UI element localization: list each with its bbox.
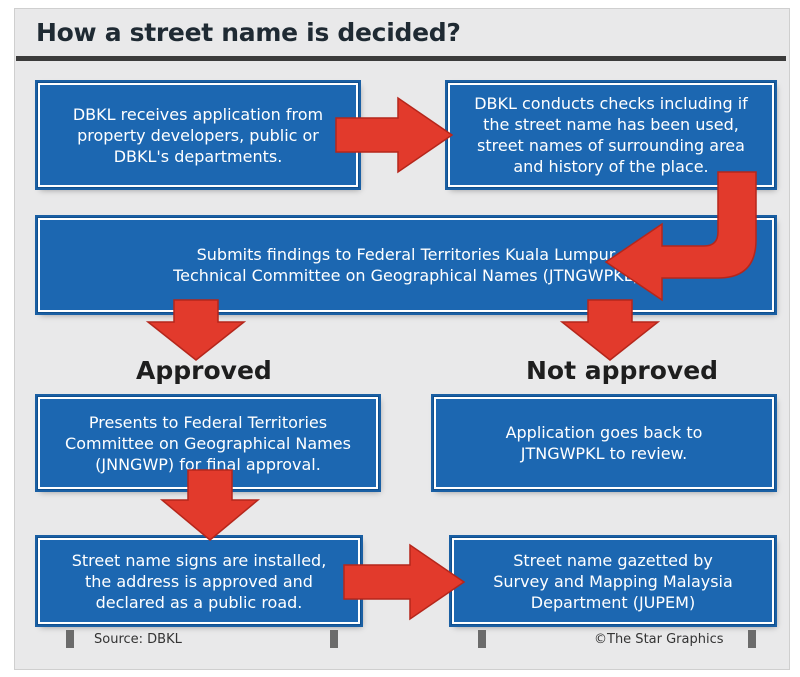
sign-post-1	[66, 630, 74, 648]
submit-findings-text: Submits findings to Federal Territories …	[173, 245, 639, 285]
conduct-checks-text: DBKL conducts checks including if the st…	[474, 94, 748, 176]
arrow-right-icon	[335, 96, 454, 174]
receive-application-box: DBKL receives application from property …	[37, 82, 359, 188]
source-note: Source: DBKL	[94, 632, 182, 647]
not-approved-label: Not approved	[526, 356, 719, 385]
sign-post-4	[748, 630, 756, 648]
sign-post-2	[330, 630, 338, 648]
curved-arrow-icon	[604, 171, 757, 302]
gazette-box: Street name gazetted by Survey and Mappi…	[451, 537, 775, 625]
approved-label: Approved	[136, 356, 272, 385]
gazette-text: Street name gazetted by Survey and Mappi…	[493, 550, 733, 612]
credit-note: ©The Star Graphics	[594, 632, 724, 647]
arrow-right-icon	[343, 543, 466, 621]
arrow-down-icon	[559, 299, 661, 361]
conduct-checks-box: DBKL conducts checks including if the st…	[447, 82, 775, 188]
arrow-down-icon	[145, 299, 247, 361]
title-band	[16, 12, 786, 58]
final-approval-text: Presents to Federal Territories Committe…	[65, 412, 351, 474]
signs-installed-box: Street name signs are installed, the add…	[37, 537, 361, 625]
back-to-review-box: Application goes back to JTNGWPKL to rev…	[433, 396, 775, 490]
page-title: How a street name is decided?	[36, 18, 461, 47]
sign-post-3	[478, 630, 486, 648]
title-divider	[16, 56, 786, 61]
receive-application-text: DBKL receives application from property …	[72, 104, 324, 166]
signs-installed-text: Street name signs are installed, the add…	[71, 550, 327, 612]
back-to-review-text: Application goes back to JTNGWPKL to rev…	[505, 423, 703, 463]
arrow-down-icon	[159, 469, 261, 541]
